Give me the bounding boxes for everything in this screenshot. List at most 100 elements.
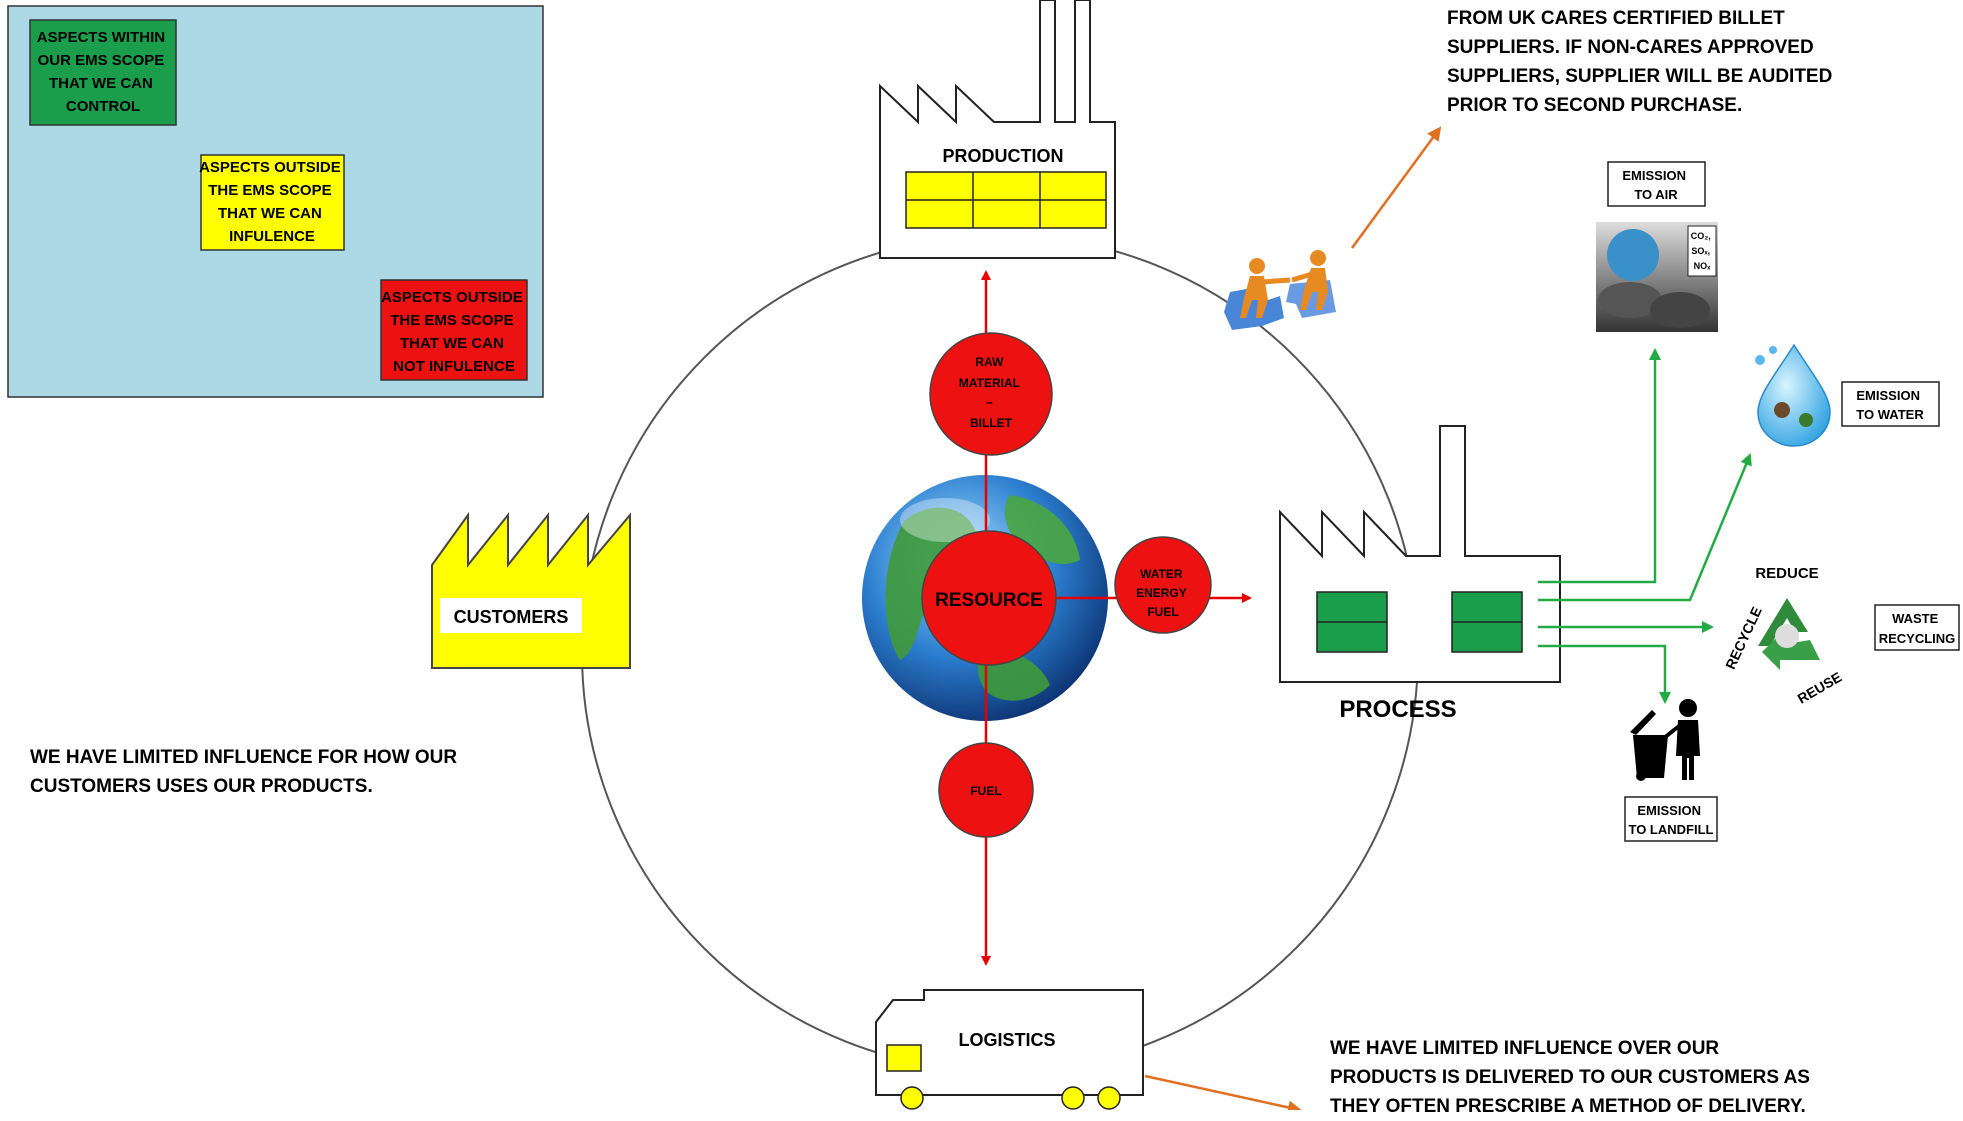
truck-body [875, 989, 1144, 1096]
legend-influence-line: THAT WE CAN [218, 205, 322, 222]
emission-water-line: TO WATER [1856, 407, 1924, 422]
truck-window [886, 1044, 922, 1072]
truck-wheel [1061, 1086, 1085, 1110]
bin-lid [1630, 710, 1656, 735]
pollutant-blob [1799, 413, 1813, 427]
recycle-arrow [1762, 634, 1820, 670]
person-head [1679, 699, 1697, 717]
customers-label-box [440, 598, 582, 633]
legend-influence-line: THE EMS SCOPE [208, 182, 331, 199]
legend-no-influence-line: THE EMS SCOPE [390, 312, 513, 329]
emission-water-label-box [1841, 381, 1940, 427]
person-arm [1662, 724, 1681, 740]
bin-wheel [1636, 771, 1646, 781]
emission-air-label-box [1607, 161, 1706, 207]
arrow-emission-water [1538, 453, 1752, 602]
legend-control-line: CONTROL [66, 98, 140, 115]
water-energy-fuel-line: WATER [1140, 567, 1183, 581]
customers-label: CUSTOMERS [454, 607, 569, 627]
recycle-ring [1724, 564, 1850, 690]
person-body [1240, 276, 1268, 318]
truck-wheel [900, 1086, 924, 1110]
fuel-node [938, 742, 1034, 838]
emission-water-line: EMISSION [1856, 388, 1920, 403]
legend-control-line: THAT WE CAN [49, 75, 153, 92]
logistics-note: WE HAVE LIMITED INFLUENCE OVER OUR PRODU… [1330, 1038, 1810, 1117]
waste-recycling-label-box [1874, 604, 1960, 651]
recycle-word-reduce: REDUCE [1755, 565, 1818, 582]
person-arm [1291, 271, 1313, 283]
gas-label: NOₓ [1694, 261, 1712, 271]
legend-no-influence-swatch [380, 279, 528, 381]
arrow-to-logistics-note [1144, 1074, 1302, 1110]
legend: ASPECTS WITHIN OUR EMS SCOPE THAT WE CAN… [7, 5, 544, 398]
emission-landfill-label-box [1624, 796, 1718, 842]
raw-material-line: MATERIAL [959, 376, 1020, 390]
recycle-icon: REDUCE REUSE RECYCLE [1722, 564, 1850, 707]
logistics-truck: LOGISTICS [875, 989, 1144, 1110]
customers-building [431, 511, 631, 669]
legend-influence-line: ASPECTS OUTSIDE [199, 159, 341, 176]
water-drop [1757, 343, 1831, 447]
water-drop-icon [1755, 343, 1831, 447]
process-label: PROCESS [1339, 696, 1456, 723]
legend-control-swatch [29, 19, 177, 126]
svg-text:EMISSION TO AIR: EMISSION TO AIR [1622, 168, 1689, 202]
svg-text:ASPECTS OUTSIDE THE EMS: ASPECTS OUTSIDE THE EMS SCOPE THAT WE CA… [199, 159, 345, 245]
recycle-arrow [1758, 598, 1808, 646]
svg-text:ASPECTS OUTSIDE THE EMS: ASPECTS OUTSIDE THE EMS SCOPE THAT WE CA… [381, 289, 527, 375]
water-energy-fuel-line: ENERGY [1136, 586, 1187, 600]
person-figure [1676, 720, 1700, 780]
arrow-emission-air [1538, 348, 1661, 584]
waste-recycling-line: RECYCLING [1879, 631, 1956, 646]
emission-air-line: EMISSION [1622, 168, 1686, 183]
legend-no-influence-line: THAT WE CAN [400, 335, 504, 352]
process-factory: PROCESS [1279, 425, 1561, 723]
truck-wheel [1097, 1086, 1121, 1110]
gas-label-box [1687, 225, 1717, 277]
smoke-cloud [1598, 282, 1662, 318]
smoke-cloud [1650, 292, 1710, 328]
legend-influence-line: INFULENCE [229, 228, 315, 245]
legend-no-influence-line: ASPECTS OUTSIDE [381, 289, 523, 306]
raw-material-line: BILLET [970, 416, 1013, 430]
pollutant-blob [1774, 402, 1790, 418]
person-body [1300, 268, 1328, 310]
emission-landfill-line: EMISSION [1637, 803, 1701, 818]
raw-material-node [929, 332, 1053, 456]
suppliers-note: FROM UK CARES CERTIFIED BILLET SUPPLIERS… [1447, 8, 1833, 116]
raw-material-line: RAW [975, 355, 1004, 369]
customers-note: WE HAVE LIMITED INFLUENCE FOR HOW OUR CU… [30, 747, 458, 797]
puzzle-people-icon [1224, 250, 1336, 330]
fuel-label: FUEL [970, 784, 1001, 798]
puzzle-piece [1224, 286, 1284, 330]
production-factory: PRODUCTION [879, 0, 1116, 259]
svg-text:CO₂, SOₓ, NOₓ: CO₂, SOₓ, NOₓ [1691, 231, 1714, 271]
small-drop [1769, 346, 1777, 354]
svg-text:WATER ENERGY FUEL: WATER ENERGY FUEL [1136, 567, 1190, 619]
arrow-emission-landfill [1538, 644, 1671, 704]
raw-material-line: – [986, 395, 993, 409]
water-energy-fuel-line: FUEL [1147, 605, 1178, 619]
resource-node [921, 530, 1057, 666]
logistics-label: LOGISTICS [958, 1030, 1055, 1050]
arrow-to-suppliers-note [1350, 126, 1442, 249]
legend-no-influence-line: NOT INFULENCE [393, 358, 515, 375]
bin-person-icon [1630, 699, 1700, 781]
legend-control-line: OUR EMS SCOPE [38, 52, 165, 69]
svg-text:RAW MATERIAL – BIL: RAW MATERIAL – BILLET [959, 355, 1023, 430]
production-label: PRODUCTION [943, 146, 1064, 166]
customers-factory: CUSTOMERS [431, 511, 631, 669]
globe-highlight [900, 498, 990, 542]
gas-label: CO₂, [1691, 231, 1711, 241]
small-drop [1755, 355, 1765, 365]
svg-text:EMISSION TO WATER: EMISSION TO WATER [1856, 388, 1924, 422]
legend-influence-swatch [200, 154, 345, 251]
person-head [1249, 258, 1265, 274]
polluted-globe [1607, 229, 1659, 281]
air-pollution-icon: CO₂, SOₓ, NOₓ [1596, 222, 1718, 332]
svg-text:ASPECTS WITHIN OUR EMS S: ASPECTS WITHIN OUR EMS SCOPE THAT WE CAN… [37, 29, 170, 115]
waste-bin [1633, 735, 1668, 778]
emission-air-line: TO AIR [1634, 187, 1678, 202]
gas-label: SOₓ, [1691, 246, 1710, 256]
